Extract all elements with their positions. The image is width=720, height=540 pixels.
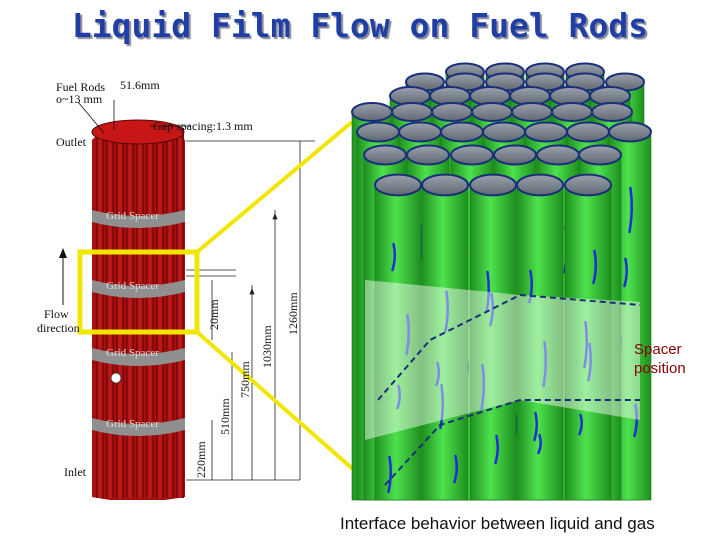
dim-1030mm: 1030mm — [260, 325, 274, 368]
gap-spacing-label: Gap spacing:1.3 mm — [153, 119, 253, 133]
fuel-rod — [146, 128, 154, 498]
fuel-rods-label: Fuel Rods — [56, 80, 106, 94]
caption: Interface behavior between liquid and ga… — [340, 514, 655, 533]
spacer-position-line1: Spacer — [634, 341, 682, 358]
fuel-rod — [126, 128, 134, 498]
page-title: Liquid Film Flow on Fuel Rods — [71, 6, 649, 45]
fuel-rod — [106, 128, 114, 498]
fuel-rod — [176, 128, 184, 498]
fuel-rod — [516, 173, 564, 501]
fuel-rod — [96, 128, 104, 498]
grid-spacer-label: Grid Spacer — [106, 280, 159, 292]
dim-20mm: 20mm — [207, 299, 221, 330]
grid-spacer — [92, 210, 185, 228]
spacer-position-line2: position — [634, 360, 686, 377]
grid-spacer-label: Grid Spacer — [106, 347, 159, 359]
grid-spacer-label: Grid Spacer — [106, 418, 159, 430]
fuel-rod — [564, 173, 612, 501]
fuel-rods-diameter-label: o~13 mm — [56, 92, 103, 106]
rod-bundle — [91, 119, 185, 500]
fuel-rod — [136, 128, 144, 498]
pointer-lines — [77, 100, 190, 134]
flow-direction-label: direction — [37, 321, 80, 335]
fuel-rod — [421, 173, 469, 501]
dim-510mm: 510mm — [218, 398, 232, 435]
probe-marker — [110, 372, 122, 384]
outlet-label: Outlet — [56, 135, 86, 149]
dim-220mm: 220mm — [194, 441, 208, 478]
flow-label: Flow — [44, 307, 69, 321]
grid-spacer-label: Grid Spacer — [106, 210, 159, 222]
fuel-rod — [156, 128, 164, 498]
spacer-position-label: Spacer position — [634, 340, 686, 378]
fuel-rod — [374, 173, 422, 501]
grid-spacer — [92, 348, 185, 366]
dim-1260mm: 1260mm — [286, 292, 300, 335]
inlet-label: Inlet — [64, 465, 86, 479]
flow-direction-arrow — [59, 248, 67, 305]
grid-spacer — [92, 280, 185, 298]
rod-width-label: 51.6mm — [120, 78, 160, 92]
fuel-rod — [116, 128, 124, 498]
fuel-rod — [469, 173, 517, 501]
grid-spacer — [92, 418, 185, 436]
rod-cluster-3d — [351, 62, 652, 501]
dim-750mm: 750mm — [238, 361, 252, 398]
fuel-rod — [166, 128, 174, 498]
